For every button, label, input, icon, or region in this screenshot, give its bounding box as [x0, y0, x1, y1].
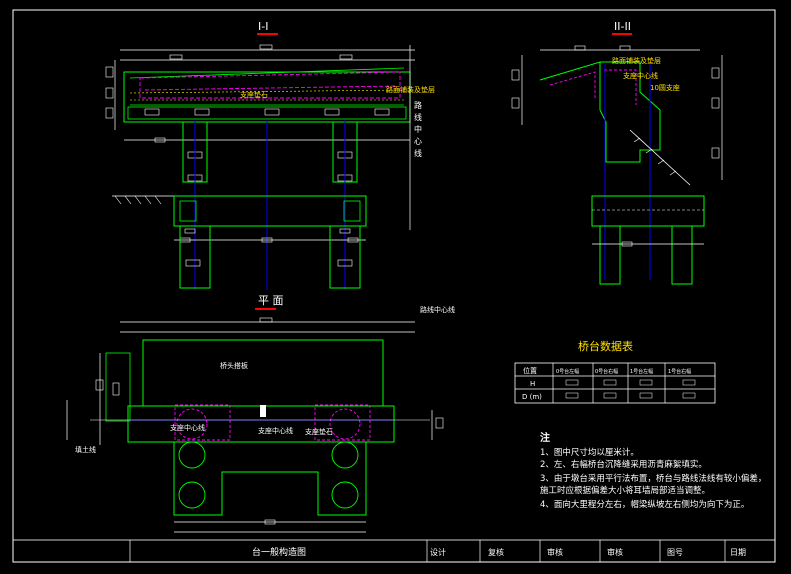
road-center-vertical-label: 路 线 中 心 线	[414, 100, 422, 158]
table-header-4: 1号台右幅	[668, 368, 691, 375]
svg-text:线: 线	[414, 112, 422, 122]
table-row-label-0: H	[530, 380, 535, 388]
pile-right-2	[671, 225, 693, 285]
table-header-2: 0号台右幅	[595, 368, 618, 375]
title-block: 台一般构造图 设计 复核 审核 审核 图号 日期	[12, 539, 776, 563]
note-4: 4、面向大里程分左右，帽梁纵坡左右侧均为向下为正。	[540, 499, 749, 510]
check-cell: 审核	[547, 547, 563, 557]
support-pad-label: 支座垫石	[240, 90, 268, 99]
backfill-label: 填土线	[75, 445, 96, 454]
pile-cap-2	[591, 195, 705, 227]
svg-text:心: 心	[414, 137, 422, 146]
table-title: 桥台数据表	[578, 339, 633, 353]
bearing-label: 10圆支座	[650, 83, 680, 92]
section-2-title: II-II	[614, 20, 631, 33]
table-row-label-1: D (m)	[522, 393, 542, 401]
support-pad-plan-label: 支座垫石	[305, 427, 333, 436]
bearing-center-label: 路面铺装及垫层	[612, 56, 661, 65]
svg-text:中: 中	[414, 124, 422, 134]
road-center-plan-label: 路线中心线	[420, 305, 455, 314]
section-1-view: I-I 支座垫石 路面铺装及垫层	[105, 20, 435, 290]
svg-text:路: 路	[414, 100, 422, 110]
drawing-name: 台一般构造图	[252, 546, 306, 558]
plan-title: 平 面	[258, 294, 284, 307]
abutment-data-table: 桥台数据表 位置 0号台左幅 0号台右幅 1号台左幅 1号台右幅 H D (m)	[514, 339, 716, 404]
pile-right-1	[329, 225, 361, 289]
section-2-view: II-II 路面铺装及垫层 支座中心线 10圆支座	[511, 20, 723, 285]
support-line-2-label: 支座中心线	[623, 71, 658, 80]
center-plan-label-left: 支座中心线	[170, 423, 205, 432]
notes-block: 注 1、图中尺寸均以厘米计。 2、左、右幅桥台沉降缝采用沥青麻絮填实。 3、由于…	[540, 431, 766, 510]
pile-cap-1	[173, 195, 367, 227]
table-header-1: 0号台左幅	[556, 368, 579, 375]
pile-left-2	[599, 225, 621, 285]
approve-cell: 审核	[607, 547, 623, 557]
date-cell: 日期	[730, 548, 746, 557]
design-cell: 设计	[430, 547, 446, 557]
note-1: 1、图中尺寸均以厘米计。	[540, 447, 639, 458]
abutment-profile	[539, 61, 661, 163]
table-header-0: 位置	[523, 366, 537, 375]
notes-heading: 注	[540, 431, 550, 444]
pile-cap-plan	[173, 441, 367, 516]
plan-view: 平 面 路线中心线 桥头搭板 支座中心线 支座垫石 支座中心线 填土线	[66, 294, 455, 533]
section-1-title: I-I	[258, 20, 268, 33]
support-center-plan-label: 支座中心线	[258, 426, 293, 435]
svg-text:线: 线	[414, 148, 422, 158]
pile-left-1	[179, 225, 211, 289]
review-cell: 复核	[488, 547, 504, 557]
drawing-no-cell: 图号	[667, 548, 683, 557]
table-header-3: 1号台左幅	[630, 368, 653, 375]
note-3b: 施工时应根据偏差大小将耳墙局部适当调整。	[540, 485, 710, 496]
note-2: 2、左、右幅桥台沉降缝采用沥青麻絮填实。	[540, 459, 707, 470]
note-3: 3、由于墩台采用平行法布置，桥台与路线法线有较小偏差，	[540, 473, 766, 484]
pad-label-2: 路面铺装及垫层	[386, 85, 435, 94]
backwall-label: 桥头搭板	[220, 361, 248, 370]
approach-slab	[142, 339, 384, 407]
